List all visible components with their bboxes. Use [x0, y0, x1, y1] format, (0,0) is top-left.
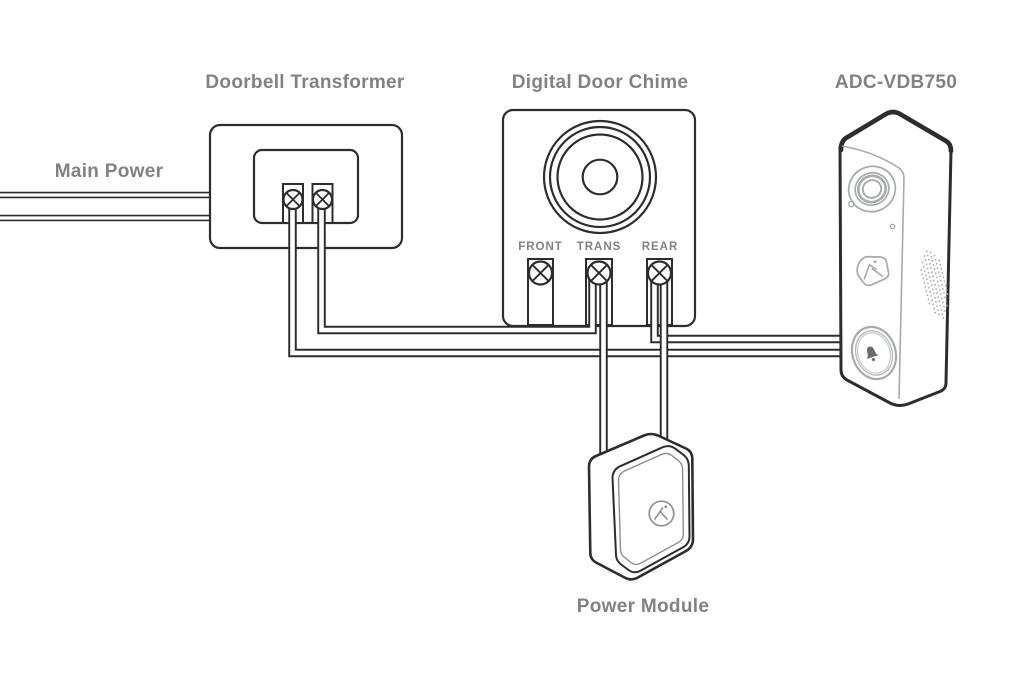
logo-shield-icon [856, 255, 890, 287]
label-doorbell: ADC-VDB750 [834, 72, 958, 93]
wire-chime-rear-to-doorbell [650, 273, 844, 344]
main-power-wires [0, 191, 211, 222]
indicator-dot-icon [889, 223, 896, 230]
screw-terminal-icon [527, 260, 554, 286]
wire-transformer-to-chime-trans [317, 200, 597, 335]
label-chime: Digital Door Chime [511, 72, 689, 93]
doorbell-transformer [208, 123, 404, 250]
label-power-module: Power Module [576, 596, 710, 617]
doorbell-device [838, 109, 954, 407]
alarm-logo-circle-icon [648, 500, 675, 527]
transformer-plate [252, 148, 360, 225]
screw-terminal-icon [311, 188, 334, 211]
doorbell-top-edge [838, 109, 954, 154]
label-terminal-trans: TRANS [576, 241, 622, 253]
label-terminal-front: FRONT [518, 241, 563, 253]
camera-lens-icon [847, 165, 897, 213]
screw-terminal-icon [586, 260, 612, 286]
label-terminal-rear: REAR [641, 241, 679, 253]
power-module-face [611, 445, 691, 574]
label-main-power: Main Power [54, 161, 164, 182]
screw-terminal-icon [282, 188, 304, 211]
power-module-face-inner [617, 452, 684, 566]
screw-terminals [282, 188, 673, 286]
chime-speaker-icon [542, 119, 658, 235]
power-module-device [587, 432, 695, 581]
screw-terminal-icon [646, 260, 673, 286]
doorbell-button-icon [850, 325, 898, 381]
indicator-dot-icon [848, 200, 855, 208]
label-transformer: Doorbell Transformer [205, 72, 405, 93]
speaker-grille-icon [920, 250, 950, 320]
bell-icon [866, 346, 879, 362]
wires [288, 200, 844, 468]
doorbell-face-edge [841, 145, 905, 400]
